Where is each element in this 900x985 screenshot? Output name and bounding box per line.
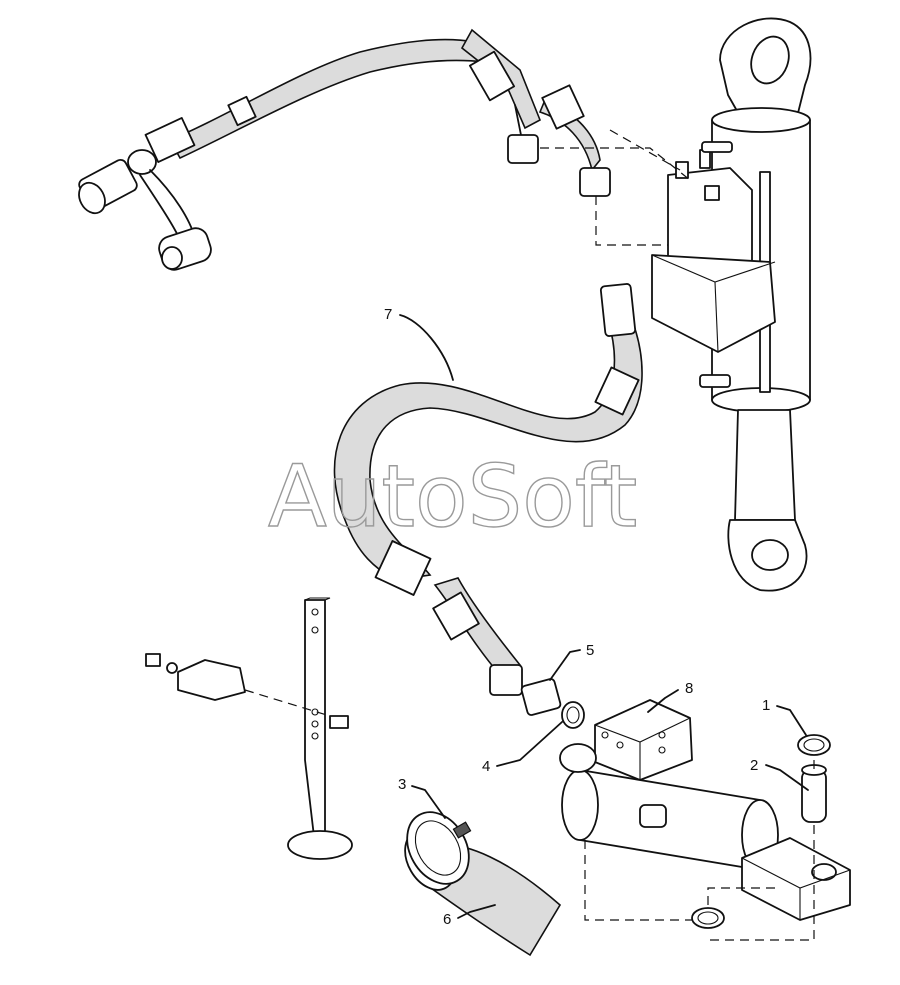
retaining-ring-1 xyxy=(797,734,831,756)
upper-hose xyxy=(144,28,611,197)
callout-4: 4 xyxy=(482,758,490,775)
leader-1 xyxy=(776,705,807,736)
leader-7 xyxy=(399,314,454,381)
watermark: AutoSoft xyxy=(268,447,637,547)
leader-dash-f xyxy=(707,887,775,905)
pin-2 xyxy=(801,764,827,823)
callout-6: 6 xyxy=(443,911,451,928)
hose-clamp-3 xyxy=(406,811,472,885)
callout-2: 2 xyxy=(750,757,758,774)
hose-7 xyxy=(333,283,643,696)
leader-dash-a xyxy=(540,147,691,181)
leader-2 xyxy=(765,764,809,791)
leader-5 xyxy=(549,649,581,681)
callout-3: 3 xyxy=(398,776,406,793)
callout-1: 1 xyxy=(762,697,770,714)
callout-7: 7 xyxy=(384,306,392,323)
retaining-ring-lower xyxy=(691,907,725,929)
leader-3 xyxy=(411,785,446,819)
lower-cylinder xyxy=(559,699,851,921)
leader-4 xyxy=(496,721,563,767)
seal-ring-4 xyxy=(561,701,585,729)
quick-coupler xyxy=(78,149,212,271)
leader-dash-b xyxy=(595,196,668,246)
main-cylinder xyxy=(651,17,812,592)
leader-dash-g xyxy=(584,840,692,921)
leader-dash-e xyxy=(708,825,815,941)
leader-dash-c xyxy=(609,129,681,171)
support-stand xyxy=(145,597,353,860)
leader-8 xyxy=(647,689,679,713)
callout-5: 5 xyxy=(586,642,594,659)
adapter-5 xyxy=(520,678,562,716)
leader-6 xyxy=(457,904,496,919)
callout-8: 8 xyxy=(685,680,693,697)
